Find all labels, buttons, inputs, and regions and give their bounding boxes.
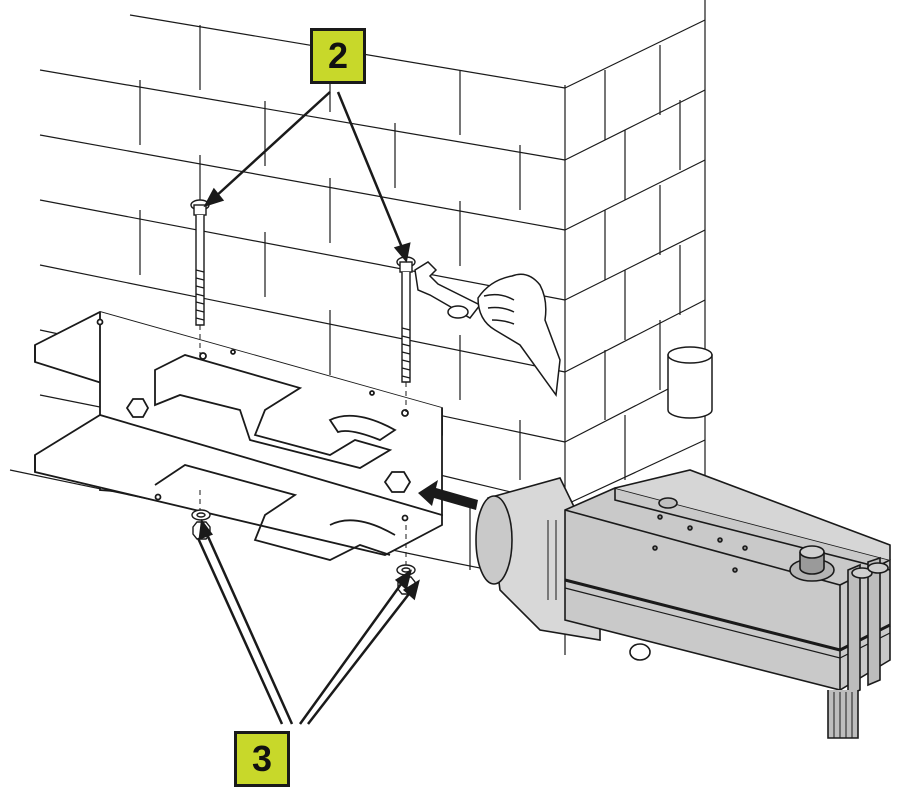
wall-cylinder	[667, 346, 713, 419]
motor-icon	[475, 469, 891, 739]
bolt-icon	[396, 256, 416, 383]
callout-2-leaders	[203, 91, 411, 263]
wrench-icon	[414, 261, 482, 319]
callout-label: 3	[234, 731, 290, 787]
bolt-icon	[190, 199, 210, 326]
arrow-icon	[418, 480, 478, 510]
callout-3-leaders	[196, 518, 420, 725]
mounting-bracket	[34, 311, 443, 561]
hand-icon	[477, 273, 561, 398]
callout-label: 2	[310, 28, 366, 84]
